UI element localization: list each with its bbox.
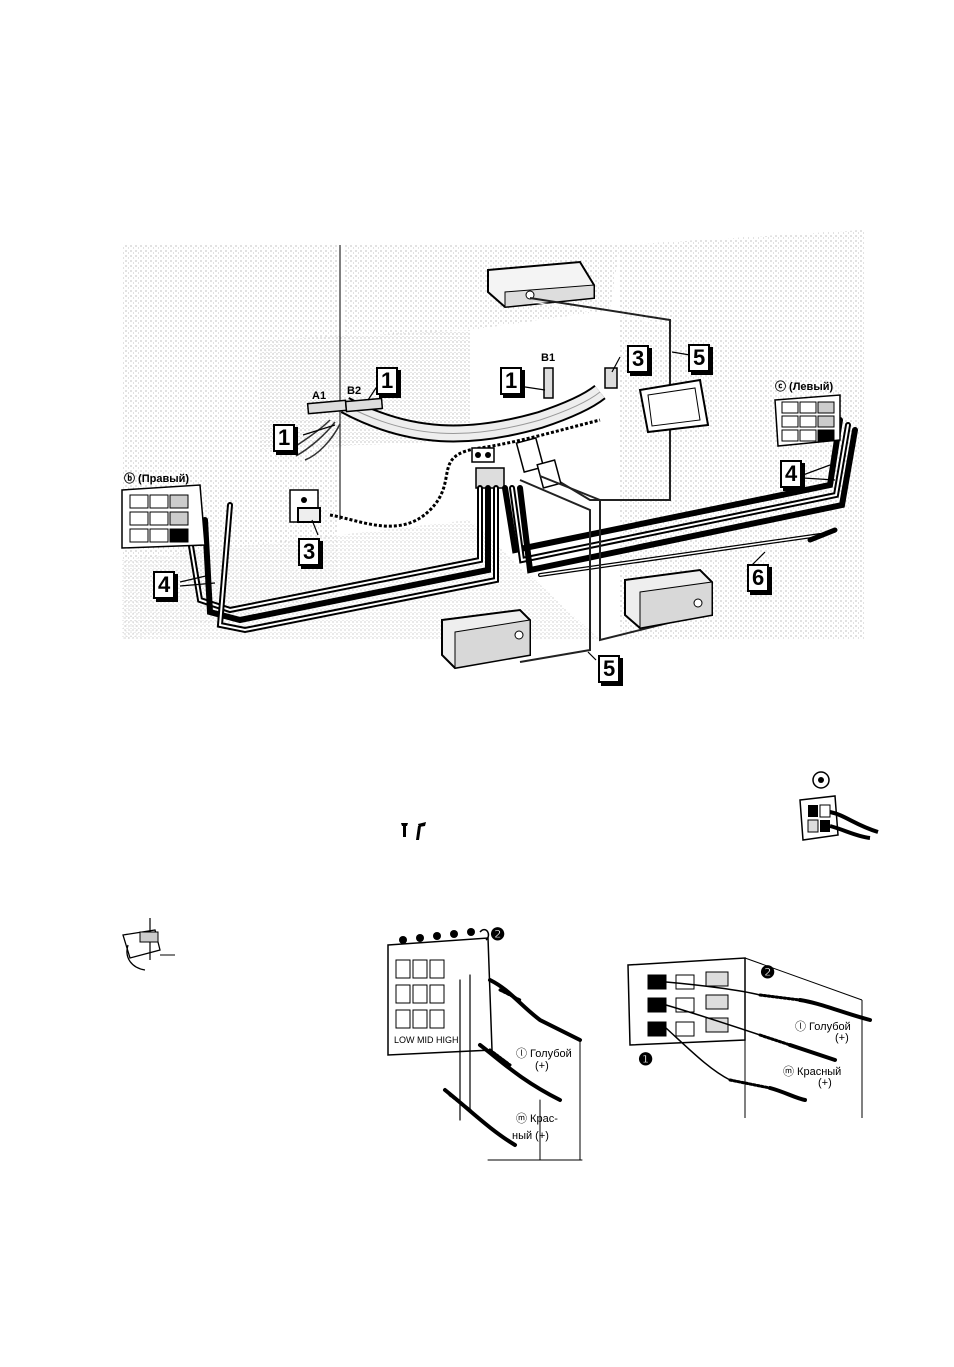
- detail-right-wire-red-sign: (+): [818, 1077, 832, 1089]
- detail-right-wire-red: ⓜ Красный: [783, 1063, 841, 1079]
- detail-right-num-1: ❶: [638, 1050, 653, 1070]
- detail-right-terminal-panel: [628, 958, 862, 1118]
- detail-right-num-2: ❷: [760, 963, 775, 983]
- detail-right-wire-blue-sign: (+): [835, 1032, 849, 1044]
